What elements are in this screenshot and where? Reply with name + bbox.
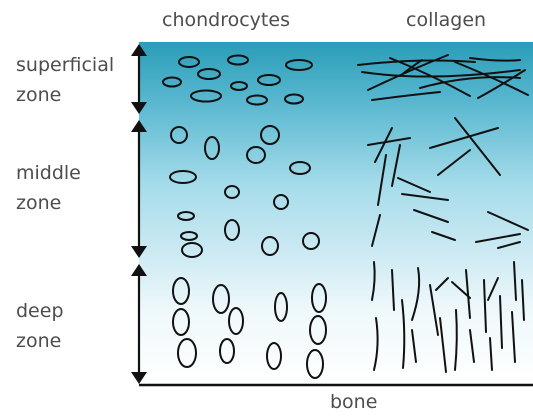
cartilage-tissue [139,42,533,384]
